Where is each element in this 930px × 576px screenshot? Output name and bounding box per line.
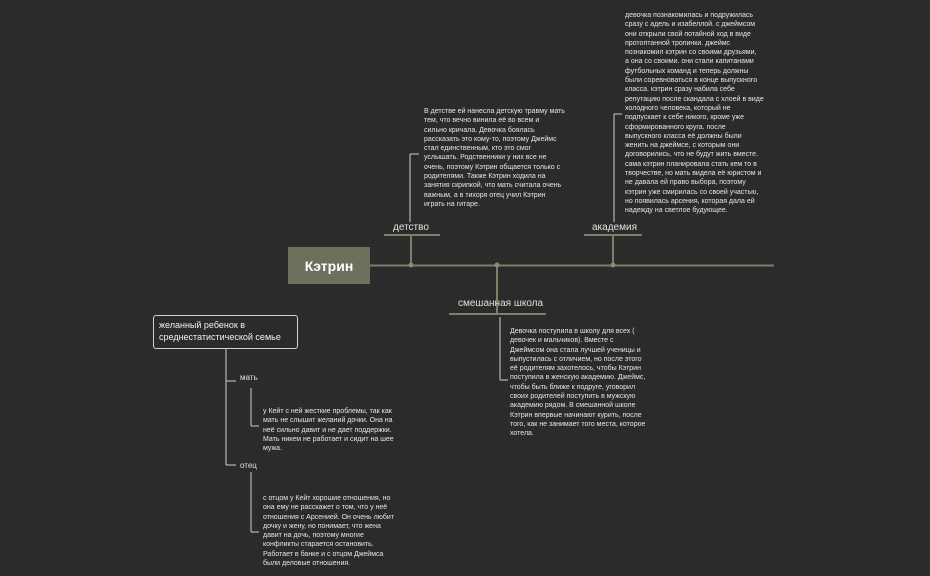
school-note: Девочка поступила в школу для всех ( дев…	[510, 328, 646, 438]
branch-school-label: смешанная школа	[458, 298, 544, 309]
family-topic-node[interactable]: желанный ребенок в среднестатистической …	[153, 315, 298, 349]
family-mother-node[interactable]: мать	[240, 373, 258, 382]
branch-academy[interactable]: академия	[592, 222, 637, 233]
branch-childhood-label: детство	[393, 222, 429, 233]
father-note: с отцом у Кейт хорошие отношения, но она…	[263, 495, 395, 568]
school-node-dot	[494, 262, 500, 268]
family-mother-label: мать	[240, 373, 258, 382]
branch-school[interactable]: смешанная школа	[458, 298, 543, 309]
academy-note: девочка познакомилась и подружилась сраз…	[625, 12, 764, 215]
childhood-note: В детстве ей нанесла детскую травму мать…	[424, 108, 565, 208]
mother-note: у Кейт с ней жесткие проблемы, так как м…	[263, 408, 394, 453]
branch-childhood[interactable]: детство	[393, 222, 429, 233]
branch-academy-label: академия	[592, 222, 637, 233]
academy-node-dot	[610, 262, 616, 268]
root-node[interactable]: Кэтрин	[288, 247, 370, 284]
root-node-label: Кэтрин	[304, 257, 354, 274]
family-topic-label: желанный ребенок в среднестатистической …	[159, 320, 281, 342]
family-father-label: отец	[240, 461, 257, 470]
family-father-node[interactable]: отец	[240, 461, 257, 470]
childhood-node-dot	[408, 262, 414, 268]
